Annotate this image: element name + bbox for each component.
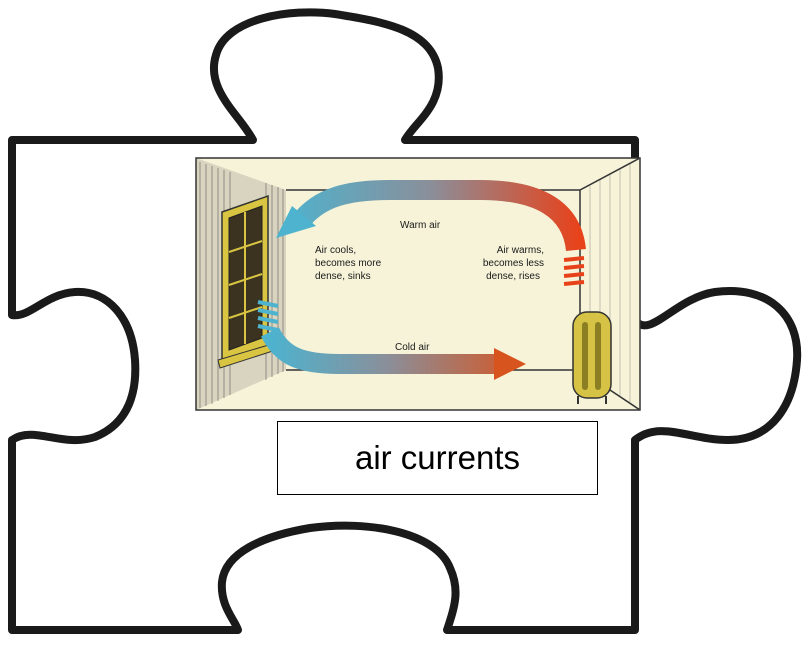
caption-box: air currents bbox=[277, 421, 598, 495]
air-cools-line-2: becomes more bbox=[315, 258, 382, 269]
air-warms-line-3: dense, rises bbox=[486, 271, 540, 282]
caption-text: air currents bbox=[354, 439, 521, 476]
air-cools-line-1: Air cools, bbox=[315, 245, 356, 256]
cold-air-label: Cold air bbox=[395, 342, 430, 353]
air-cools-line-3: dense, sinks bbox=[315, 271, 371, 282]
air-warms-line-2: becomes less bbox=[483, 258, 544, 269]
warm-air-arrow bbox=[276, 180, 586, 286]
cold-air-arrow bbox=[257, 300, 526, 380]
radiator-icon bbox=[572, 311, 612, 404]
warm-air-label: Warm air bbox=[400, 220, 441, 231]
air-warms-line-1: Air warms, bbox=[497, 245, 544, 256]
